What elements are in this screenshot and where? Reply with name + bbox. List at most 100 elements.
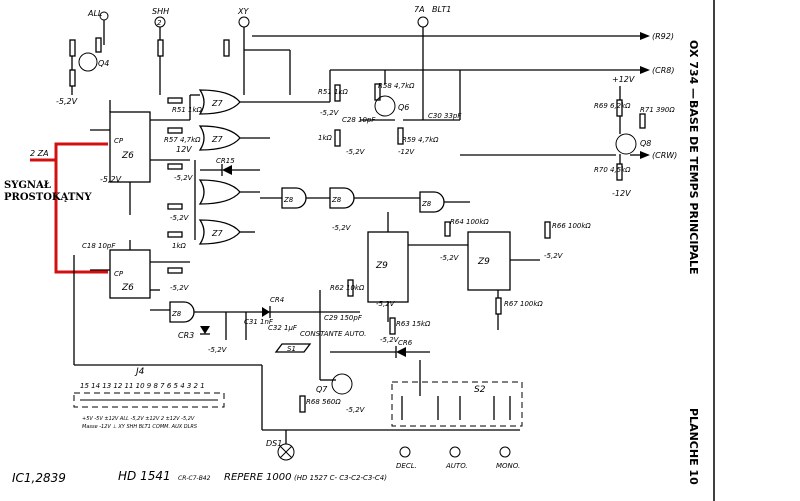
label-cr3: CR3 <box>178 331 194 340</box>
svg-text:CP: CP <box>114 137 124 145</box>
supply-12v-left: 12V <box>176 145 192 154</box>
label-cr4: CR4 <box>270 296 284 304</box>
label-z8-a: Z8 <box>283 196 294 204</box>
note-repere: REPERE 1000 <box>224 472 292 483</box>
label-s1: S1 <box>287 345 296 353</box>
label-r58: R58 4,7kΩ <box>378 82 415 90</box>
label-cr6: CR6 <box>398 339 413 347</box>
label-z7-d: Z7 <box>211 229 223 238</box>
note-ic: IC1,2839 <box>12 471 66 485</box>
svg-text:1kΩ: 1kΩ <box>318 134 333 142</box>
connector-pin-numbers: 15 14 13 12 11 10 9 8 7 6 5 4 3 2 1 <box>80 382 205 390</box>
label-c32: C32 1µF <box>268 324 298 332</box>
ic-z9-left <box>367 231 409 303</box>
gate-z8-b <box>329 187 355 209</box>
svg-text:CP: CP <box>114 270 124 278</box>
svg-text:-5,2V: -5,2V <box>544 252 564 260</box>
label-r51: R51 1kΩ <box>172 106 203 114</box>
transistor-q8 <box>615 133 637 155</box>
top-label-shh: SHH <box>152 7 169 16</box>
label-constante: CONSTANTE AUTO. <box>300 330 366 338</box>
switch-s1 <box>274 343 312 353</box>
label-r62: R62 10kΩ <box>330 284 365 292</box>
position-mono: MONO. <box>496 462 520 470</box>
supply-q4: -5,2V <box>56 97 78 106</box>
supply-z6: -5,2V <box>100 175 122 184</box>
label-z8-b: Z8 <box>331 196 342 204</box>
svg-text:Masse -12V ⊥ XY SHH BLT1 COMM.: Masse -12V ⊥ XY SHH BLT1 COMM. AUX DLRS <box>82 424 198 430</box>
label-r64: R64 100kΩ <box>450 218 489 226</box>
svg-text:1kΩ: 1kΩ <box>172 242 187 250</box>
svg-text:-5,2V: -5,2V <box>208 346 228 354</box>
position-decl: DECL. <box>396 462 417 470</box>
transistor-q4 <box>78 52 98 72</box>
switch-s2-frame <box>391 381 523 427</box>
gate-z7-b <box>198 125 241 151</box>
svg-text:+5V -5V ±12V ALL -5,2V ±12V 2: +5V -5V ±12V ALL -5,2V ±12V 2 ±12V -5,2V <box>82 416 195 422</box>
gate-z7-a <box>198 89 241 115</box>
label-r59: R59 4,7kΩ <box>402 136 439 144</box>
top-label-7a: 7A <box>414 5 425 14</box>
title-label: BASE DE TEMPS PRINCIPALE <box>687 100 700 275</box>
label-z9-b: Z9 <box>477 257 490 267</box>
top-label-2: 2 <box>157 19 162 27</box>
red-input-wire <box>54 142 108 160</box>
svg-text:-5,2V: -5,2V <box>376 300 396 308</box>
label-r63: R63 15kΩ <box>396 320 431 328</box>
label-q8: Q8 <box>640 139 651 148</box>
annotation-line2: PROSTOKĄTNY <box>4 192 92 203</box>
label-z6-a: Z6 <box>121 151 134 161</box>
svg-text:-5,2V: -5,2V <box>174 174 194 182</box>
terminal-cr8: (CR8) <box>652 66 674 75</box>
transistor-q6 <box>374 95 396 117</box>
gate-z8-a <box>281 187 307 209</box>
label-s2: S2 <box>474 385 486 395</box>
label-r68: R68 560Ω <box>306 398 341 406</box>
model-label: OX 734 — <box>687 40 700 99</box>
svg-text:-5,2V: -5,2V <box>380 336 400 344</box>
connector-j4 <box>73 392 225 408</box>
label-r67: R67 100kΩ <box>504 300 543 308</box>
terminal-crw: (CRW) <box>652 151 677 160</box>
supply-minus12: -12V <box>612 189 631 198</box>
svg-text:-5,2V: -5,2V <box>440 254 460 262</box>
label-z6-b: Z6 <box>121 283 134 293</box>
arrow-crw <box>640 151 650 159</box>
label-z7-a: Z7 <box>211 99 223 108</box>
svg-text:-12V: -12V <box>398 148 415 156</box>
label-ds1: DS1 <box>266 439 282 448</box>
label-z8-d: Z8 <box>171 310 182 318</box>
label-j4: J4 <box>134 367 145 377</box>
note-hd-sub: CR-C7-B42 <box>178 475 211 482</box>
top-label-all: ALL <box>87 9 102 18</box>
diode-cr15 <box>222 165 232 175</box>
arrow-cr8 <box>640 66 650 74</box>
note-repere-sub: (HD 1527 C- C3-C2-C3-C4) <box>294 474 387 482</box>
arrow-r92 <box>640 32 650 40</box>
label-z8-c: Z8 <box>421 200 432 208</box>
top-label-blt1: BLT1 <box>432 5 451 14</box>
ic-z6-upper <box>109 111 151 183</box>
svg-text:-5,2V: -5,2V <box>170 284 190 292</box>
terminal-r92: (R92) <box>652 32 674 41</box>
label-c29: C29 150pF <box>324 314 363 322</box>
label-c31: C31 1nF <box>244 318 274 326</box>
svg-text:-5,2V: -5,2V <box>332 224 352 232</box>
label-r69: R69 6,2kΩ <box>594 102 631 110</box>
gate-z8-d <box>169 301 195 323</box>
note-hd: HD 1541 <box>118 469 171 483</box>
label-c28: C28 10pF <box>342 116 376 124</box>
svg-text:-5,2V: -5,2V <box>346 148 366 156</box>
label-q7: Q7 <box>316 385 328 394</box>
diode-cr4 <box>262 307 270 317</box>
label-c18: C18 10pF <box>82 242 116 250</box>
label-r57: R57 4,7kΩ <box>164 136 201 144</box>
label-r70: R70 4,5kΩ <box>594 166 631 174</box>
plate-label: PLANCHE 10 <box>687 408 700 485</box>
label-cr15: CR15 <box>216 157 235 165</box>
label-r71: R71 390Ω <box>640 106 675 114</box>
svg-text:-5,2V: -5,2V <box>170 214 190 222</box>
label-c30: C30 33pF <box>428 112 462 120</box>
diode-cr3 <box>200 326 210 334</box>
